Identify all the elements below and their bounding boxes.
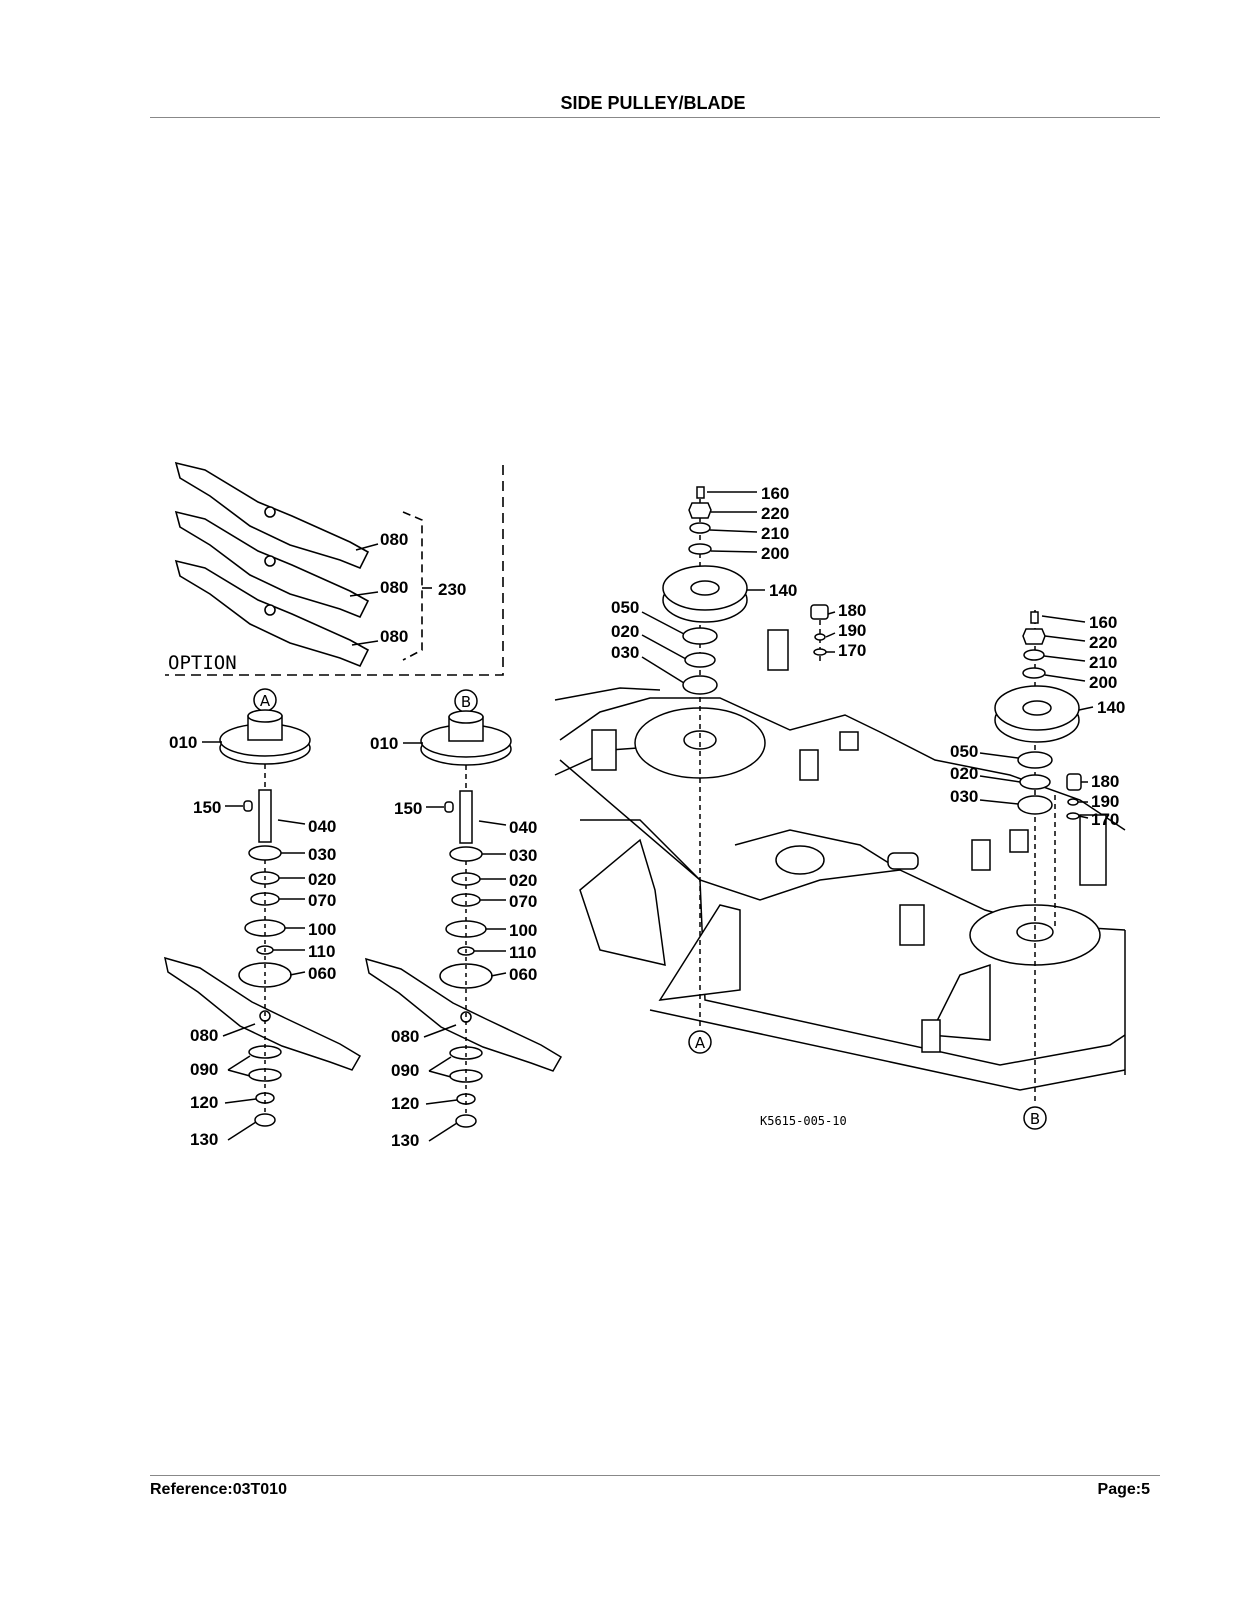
part-label-090: 090 xyxy=(190,1060,218,1079)
nut-icon xyxy=(455,1114,477,1128)
part-label-020: 020 xyxy=(509,871,537,890)
part-label-070: 070 xyxy=(308,891,336,910)
part-label-090: 090 xyxy=(391,1061,419,1080)
part-label-080: 080 xyxy=(391,1027,419,1046)
option-blades-group xyxy=(165,461,504,676)
part-label-040: 040 xyxy=(308,817,336,836)
part-label-180: 180 xyxy=(838,601,866,620)
bolt-icon xyxy=(696,486,705,499)
shaft-icon xyxy=(258,789,272,843)
part-label-210: 210 xyxy=(1089,653,1117,672)
callout-b: B xyxy=(461,693,471,711)
part-label-120: 120 xyxy=(391,1094,419,1113)
page-number: Page:5 xyxy=(1097,1481,1150,1498)
part-label-010: 010 xyxy=(370,734,398,753)
callout-a: A xyxy=(695,1034,706,1052)
part-label-150: 150 xyxy=(394,799,422,818)
part-label-180: 180 xyxy=(1091,772,1119,791)
part-label-110: 110 xyxy=(308,942,335,961)
ring-icon xyxy=(1019,774,1051,790)
part-label-160: 160 xyxy=(761,484,789,503)
blade-hole-icon xyxy=(264,604,276,616)
center-pulley-stack xyxy=(641,486,836,695)
blade-hole-icon xyxy=(264,555,276,567)
part-label-030: 030 xyxy=(509,846,537,865)
option-label: OPTION xyxy=(168,652,237,674)
part-label-130: 130 xyxy=(391,1131,419,1150)
part-label-190: 190 xyxy=(1091,792,1119,811)
part-label-080: 080 xyxy=(380,530,408,549)
part-label-200: 200 xyxy=(761,544,789,563)
washer-icon xyxy=(1022,667,1046,679)
part-label-010: 010 xyxy=(169,733,197,752)
washer-icon xyxy=(689,522,711,534)
spindle-assembly-a xyxy=(164,688,362,1141)
bearing-icon xyxy=(1017,795,1053,815)
nut-icon xyxy=(254,1113,276,1127)
part-label-190: 190 xyxy=(838,621,866,640)
part-label-070: 070 xyxy=(509,892,537,911)
bolt-icon xyxy=(1066,773,1082,791)
part-label-210: 210 xyxy=(761,524,789,543)
bearing-icon xyxy=(1017,751,1053,769)
part-label-110: 110 xyxy=(509,943,536,962)
part-label-140: 140 xyxy=(769,581,797,600)
key-icon xyxy=(243,800,253,812)
part-label-220: 220 xyxy=(761,504,789,523)
part-label-120: 120 xyxy=(190,1093,218,1112)
page-title: SIDE PULLEY/BLADE xyxy=(560,93,746,113)
shaft-icon xyxy=(459,790,473,844)
header-divider xyxy=(150,117,1160,118)
washer-icon xyxy=(1023,649,1045,661)
ring-icon xyxy=(684,652,716,668)
nut-icon xyxy=(1022,628,1046,645)
callout-b: B xyxy=(1030,1110,1040,1128)
bearing-icon xyxy=(449,846,483,862)
key-icon xyxy=(444,801,454,813)
reference-label: Reference:03T010 xyxy=(150,1481,287,1498)
part-label-080: 080 xyxy=(190,1026,218,1045)
part-label-030: 030 xyxy=(950,787,978,806)
part-label-020: 020 xyxy=(950,764,978,783)
part-label-200: 200 xyxy=(1089,673,1117,692)
part-label-050: 050 xyxy=(950,742,978,761)
part-label-100: 100 xyxy=(509,921,537,940)
part-label-230: 230 xyxy=(438,580,466,599)
part-label-160: 160 xyxy=(1089,613,1117,632)
figure-code: K5615-005-10 xyxy=(760,1114,847,1128)
bearing-icon xyxy=(682,627,718,645)
bearing-icon xyxy=(248,845,282,861)
part-label-130: 130 xyxy=(190,1130,218,1149)
part-label-030: 030 xyxy=(611,643,639,662)
part-label-140: 140 xyxy=(1097,698,1125,717)
part-label-170: 170 xyxy=(1091,810,1119,829)
part-label-060: 060 xyxy=(509,965,537,984)
callout-circle-b xyxy=(1023,1106,1047,1130)
spindle-assembly-b xyxy=(365,689,563,1142)
part-label-020: 020 xyxy=(308,870,336,889)
part-label-030: 030 xyxy=(308,845,336,864)
right-pulley-stack xyxy=(979,611,1094,820)
bolt-icon xyxy=(1030,611,1039,624)
part-label-080: 080 xyxy=(380,627,408,646)
part-label-100: 100 xyxy=(308,920,336,939)
nut-icon xyxy=(688,502,712,519)
part-label-060: 060 xyxy=(308,964,336,983)
part-label-020: 020 xyxy=(611,622,639,641)
footer-divider xyxy=(150,1475,1160,1476)
part-label-220: 220 xyxy=(1089,633,1117,652)
washer-icon xyxy=(688,543,712,555)
callout-circle-a xyxy=(688,1030,712,1054)
bearing-icon xyxy=(682,675,718,695)
part-label-040: 040 xyxy=(509,818,537,837)
part-label-150: 150 xyxy=(193,798,221,817)
bolt-icon xyxy=(810,604,829,620)
part-label-050: 050 xyxy=(611,598,639,617)
blade-hole-icon xyxy=(264,506,276,518)
part-label-170: 170 xyxy=(838,641,866,660)
part-label-080: 080 xyxy=(380,578,408,597)
callout-a: A xyxy=(260,692,271,710)
